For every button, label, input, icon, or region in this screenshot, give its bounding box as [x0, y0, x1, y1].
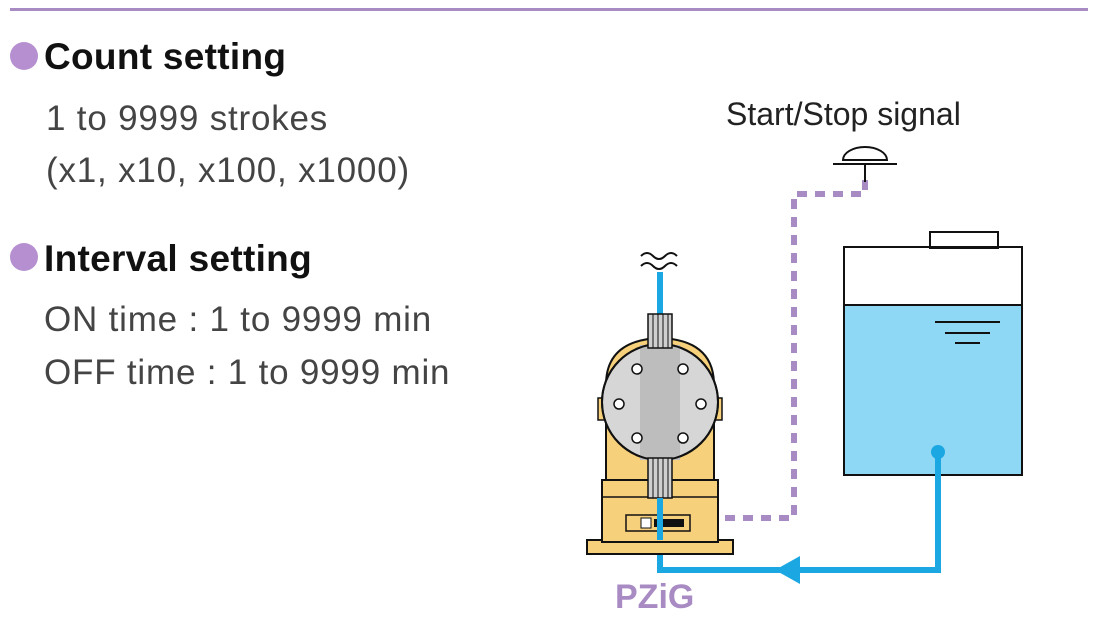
liquid-level-icon: [935, 321, 1000, 344]
tank: [843, 231, 1023, 476]
wave-icon: [640, 252, 678, 260]
start-stop-signal-label: Start/Stop signal: [726, 96, 961, 132]
count-heading: Count setting: [44, 36, 287, 77]
on-time-text: ON time : 1 to 9999 min: [44, 300, 433, 339]
count-range-text: 1 to 9999 strokes: [46, 99, 329, 138]
suction-valve: [647, 457, 673, 499]
signal-dashed-line: [720, 180, 868, 521]
interval-bullet-icon: [10, 243, 38, 271]
discharge-pipe: [640, 252, 678, 318]
top-divider: [10, 8, 1088, 11]
discharge-valve: [647, 313, 673, 349]
off-time-text: OFF time : 1 to 9999 min: [44, 353, 451, 392]
pump-model-label: PZiG: [615, 578, 695, 616]
pump-logo-icon: [640, 517, 684, 529]
count-bullet-icon: [10, 42, 38, 70]
head-bolt-icons: [613, 363, 707, 444]
flow-arrow-icon: [775, 556, 800, 584]
pump: [586, 313, 734, 555]
interval-heading: Interval setting: [44, 238, 312, 279]
signal-terminal-icon: [833, 146, 897, 182]
count-multiplier-text: (x1, x10, x100, x1000): [46, 151, 410, 190]
